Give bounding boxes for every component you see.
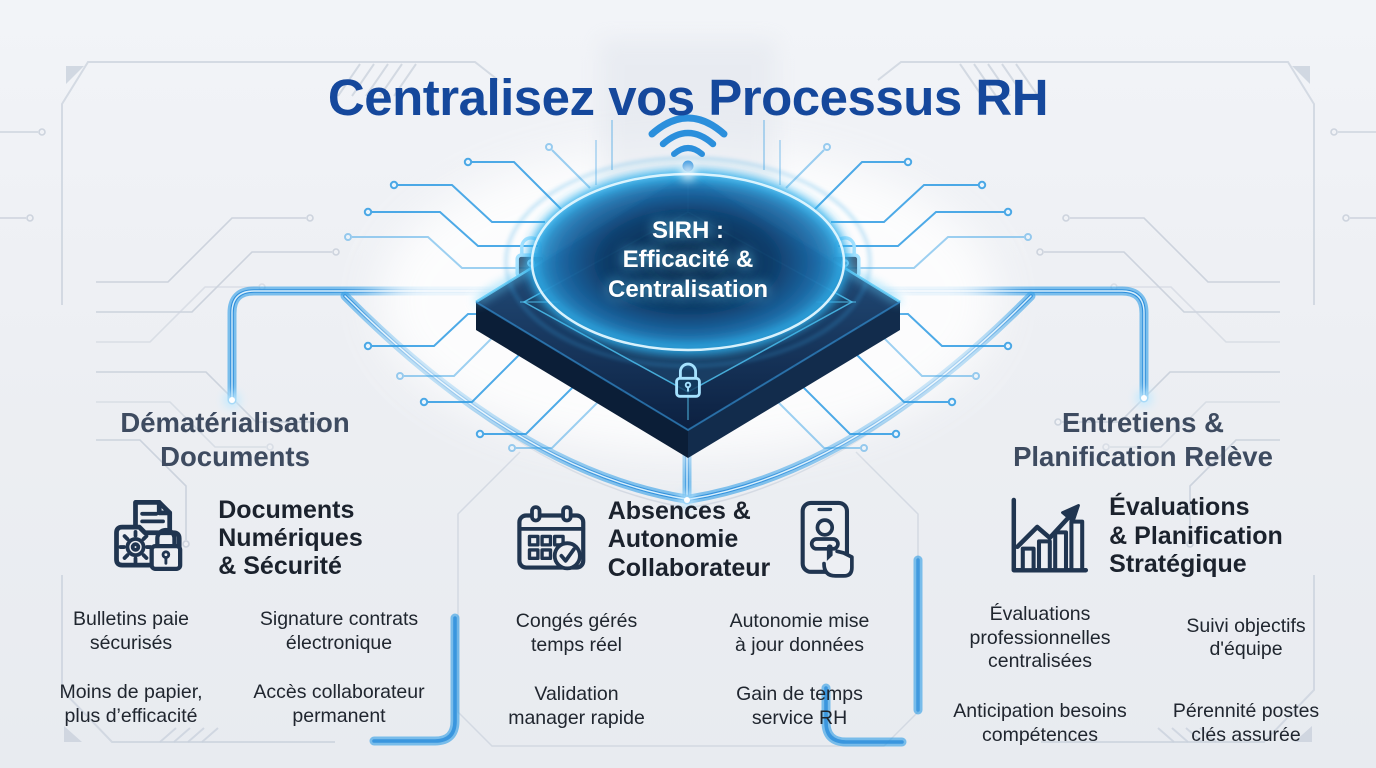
section-entretiens-releve: Entretiens & Planification Relève Évalua… — [940, 406, 1346, 748]
folder-document-lock-icon — [107, 491, 202, 586]
bullet-item: Anticipation besoins compétences — [953, 700, 1127, 746]
bullet-list: Congés gérés temps réel Autonomie mise à… — [468, 610, 908, 731]
tablet-touch-icon — [783, 498, 865, 580]
bullet-item: Congés gérés temps réel — [515, 609, 638, 656]
chip-label: SIRH : Efficacité & Centralisation — [607, 217, 769, 303]
section-heading: Dématérialisation Documents — [120, 407, 350, 473]
section-dematerialisation: Dématérialisation Documents Documents Nu… — [30, 406, 440, 729]
bullet-list: Évaluations professionnelles centralisée… — [940, 603, 1346, 748]
bullet-item: Suivi objectifs d'équipe — [1186, 614, 1306, 661]
section-subtitle: Évaluations & Planification Stratégique — [1109, 493, 1283, 578]
bullet-item: Validation manager rapide — [508, 683, 645, 730]
bullet-item: Évaluations professionnelles centralisée… — [969, 602, 1111, 673]
bullet-list: Bulletins paie sécurisés Signature contr… — [30, 608, 440, 729]
page-title: Centralisez vos Processus RH — [327, 69, 1049, 127]
sirh-chip-illustration — [474, 114, 902, 458]
bullet-item: Gain de temps service RH — [736, 683, 863, 730]
growth-chart-icon — [1003, 491, 1093, 581]
bullet-item: Accès collaborateur permanent — [253, 681, 425, 728]
section-subtitle: Documents Numériques & Sécurité — [218, 495, 363, 581]
bullet-item: Autonomie mise à jour données — [729, 609, 870, 656]
bullet-item: Pérennité postes clés assurée — [1172, 700, 1320, 746]
bullet-item: Signature contrats électronique — [259, 607, 419, 654]
section-absences-autonomie: Absences & Autonomie Collaborateur Congé… — [468, 497, 908, 731]
bullet-item: Bulletins paie sécurisés — [73, 607, 189, 654]
bullet-item: Moins de papier, plus d’efficacité — [59, 681, 203, 728]
calendar-check-icon — [511, 497, 595, 581]
section-subtitle: Absences & Autonomie Collaborateur — [607, 497, 771, 582]
section-heading: Entretiens & Planification Relève — [1013, 407, 1273, 473]
